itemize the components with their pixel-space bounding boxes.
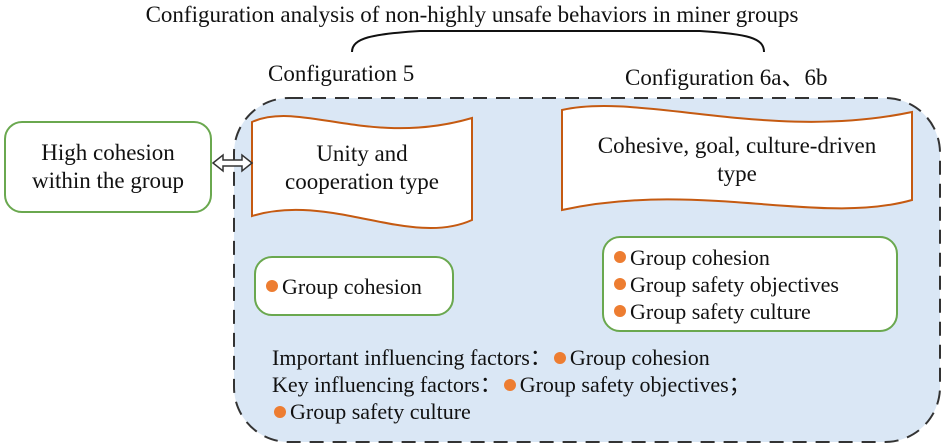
diagram-title: Configuration analysis of non-highly uns…: [145, 2, 799, 27]
config6-flag-shape: [561, 104, 913, 212]
config6-type-line-2: type: [717, 161, 757, 186]
config6-factor-text: Group cohesion: [630, 244, 770, 270]
key-factors-label: Key influencing factors：: [272, 372, 502, 397]
bullet-icon: [614, 251, 626, 263]
key-factor-2: Group safety culture: [290, 399, 471, 424]
config6-factor-box: Group cohesion Group safety objectives G…: [602, 236, 898, 332]
config5-flag-shape: [251, 115, 473, 229]
config6-factor-text: Group safety objectives: [630, 271, 839, 297]
influencing-factors-summary: Important influencing factors： Group coh…: [272, 344, 751, 425]
key-factors-row: Key influencing factors： Group safety ob…: [272, 371, 751, 398]
lead-line-2: within the group: [31, 168, 185, 193]
config5-type-line-2: cooperation type: [285, 169, 439, 194]
config5-factor-text: Group cohesion: [282, 273, 422, 299]
config6-factor: Group safety culture: [614, 298, 896, 325]
config6-label: Configuration 6a、6b: [625, 65, 828, 90]
key-factors-row-2: Group safety culture: [272, 398, 751, 425]
bullet-icon: [503, 378, 516, 391]
config5-type: Unity and cooperation type: [252, 128, 472, 208]
config6-factor: Group cohesion: [614, 244, 896, 271]
config5-type-line-1: Unity and: [316, 141, 408, 166]
bullet-icon: [614, 278, 626, 290]
double-arrow-icon: [211, 153, 254, 173]
lead-condition-box: High cohesion within the group: [4, 121, 212, 213]
important-factors-label: Important influencing factors：: [272, 345, 552, 370]
bullet-icon: [614, 305, 626, 317]
lead-line-1: High cohesion: [41, 140, 175, 165]
bullet-icon: [274, 405, 286, 418]
config5-factor-box: Group cohesion: [254, 256, 454, 316]
config6-factor: Group safety objectives: [614, 271, 896, 298]
config6-type: Cohesive, goal, culture-driven type: [562, 120, 912, 200]
bullet-icon: [553, 351, 566, 364]
important-factor: Group cohesion: [569, 345, 710, 370]
title-bracket: [351, 30, 765, 53]
config6-type-line-1: Cohesive, goal, culture-driven: [597, 133, 877, 158]
config6-factor-text: Group safety culture: [630, 298, 811, 324]
config5-label: Configuration 5: [268, 61, 415, 86]
config5-factor: Group cohesion: [266, 273, 452, 300]
key-factor-1: Group safety objectives；: [519, 372, 751, 397]
bullet-icon: [266, 280, 278, 292]
important-factors-row: Important influencing factors： Group coh…: [272, 344, 751, 371]
